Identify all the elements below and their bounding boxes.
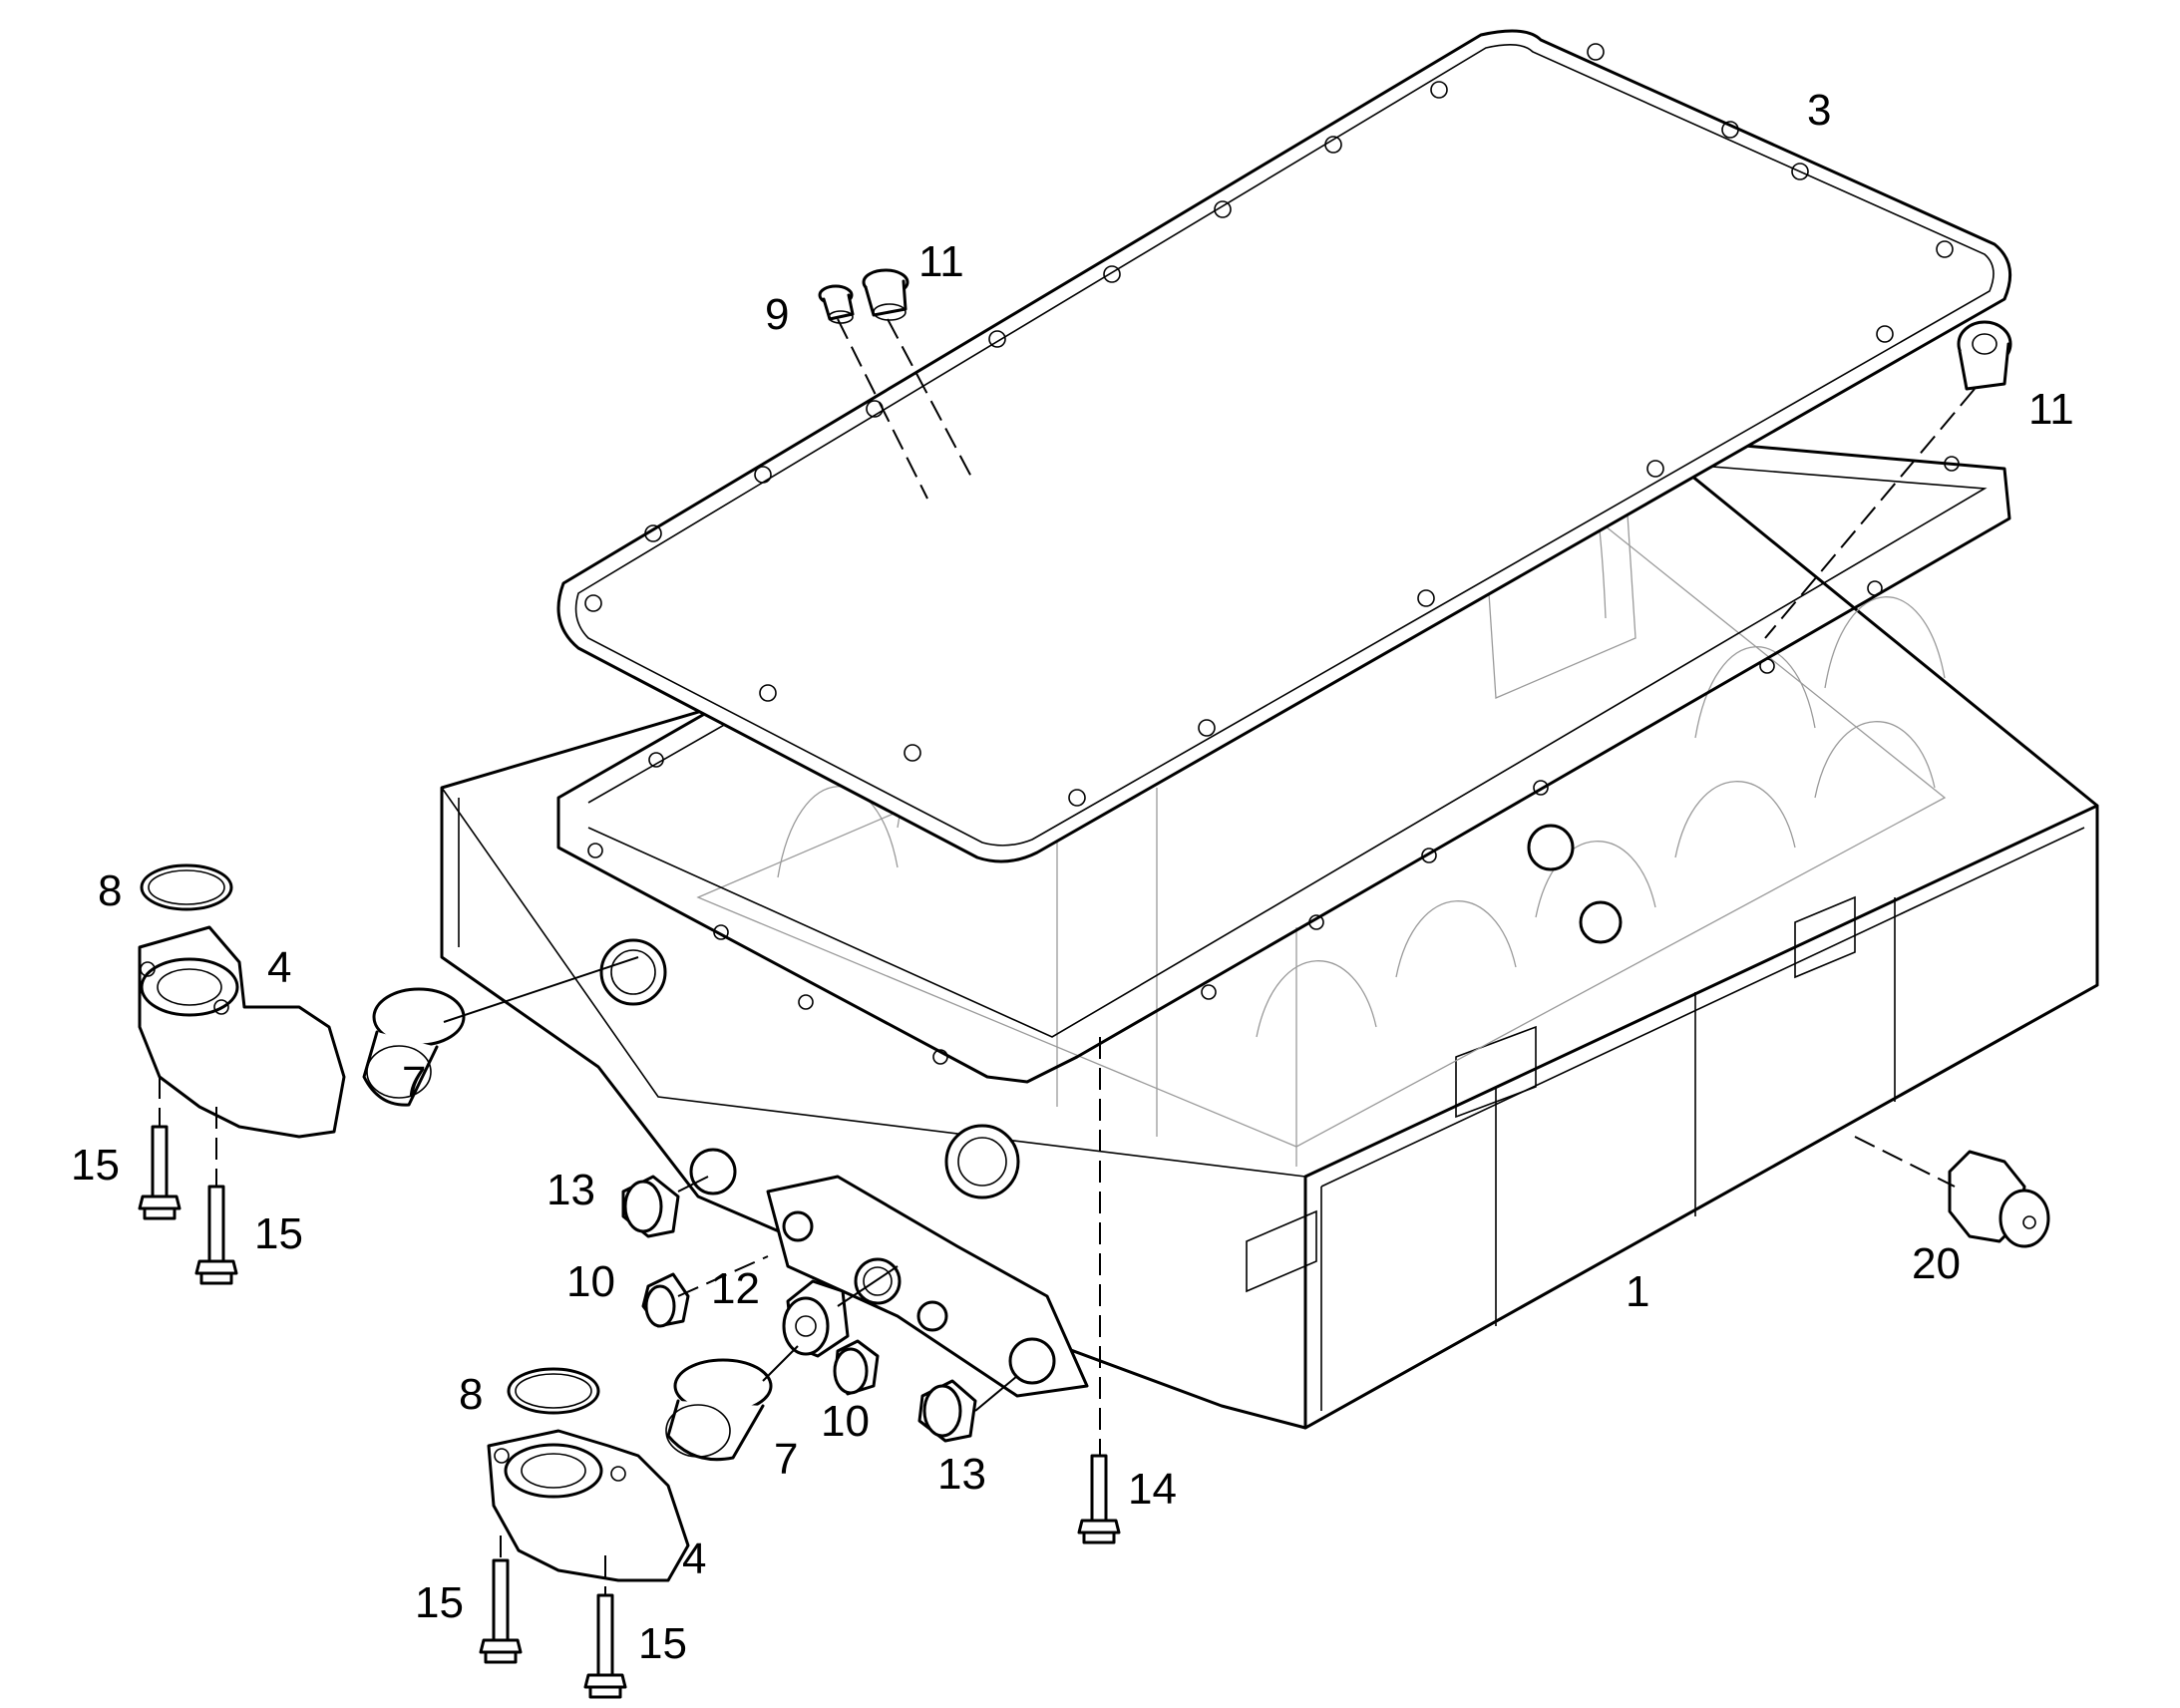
drain-plug-20 xyxy=(1948,1150,2050,1248)
callout-15-lower-left: 15 xyxy=(415,1578,464,1627)
plug-11-top xyxy=(862,268,909,321)
bolt-15-lower-left xyxy=(479,1558,523,1664)
callout-4-upper: 4 xyxy=(267,943,291,992)
o-ring-8-upper xyxy=(140,863,233,911)
callout-15-upper-right: 15 xyxy=(254,1209,303,1258)
plug-11-right xyxy=(1957,320,2012,391)
plug-10-left xyxy=(641,1272,690,1328)
callout-8-lower: 8 xyxy=(459,1370,483,1419)
bolt-15-lower-right xyxy=(583,1593,627,1699)
sleeve-7-upper xyxy=(362,987,466,1107)
callout-4-lower: 4 xyxy=(682,1535,706,1583)
plug-9-top xyxy=(818,284,855,324)
gasket xyxy=(556,29,2012,863)
plug-13-left xyxy=(621,1175,680,1238)
elbow-4-lower xyxy=(487,1429,690,1582)
callout-20: 20 xyxy=(1912,1239,1961,1288)
bolt-15-upper-left xyxy=(138,1125,182,1220)
callout-15-lower-right: 15 xyxy=(638,1619,687,1668)
sleeve-7-lower xyxy=(665,1358,773,1462)
callout-14: 14 xyxy=(1128,1465,1177,1514)
elbow-4-upper xyxy=(138,925,346,1139)
callout-11-top: 11 xyxy=(918,237,964,286)
callout-labels: 1 3 4 4 7 7 8 8 9 10 10 11 11 12 13 13 1… xyxy=(71,86,2074,1668)
gasket-bolt-holes xyxy=(584,43,1954,807)
callout-8-upper: 8 xyxy=(98,866,122,915)
callout-7-upper: 7 xyxy=(402,1058,426,1107)
callout-13-left: 13 xyxy=(546,1166,595,1214)
callout-11-right: 11 xyxy=(2028,385,2074,434)
callout-10-left: 10 xyxy=(566,1257,615,1306)
callout-10-right: 10 xyxy=(821,1397,870,1446)
callout-7-lower: 7 xyxy=(774,1435,798,1484)
callout-3: 3 xyxy=(1807,86,1831,135)
callout-13-right: 13 xyxy=(937,1450,986,1499)
leader-lines xyxy=(159,318,1976,1595)
bolt-14 xyxy=(1077,1454,1121,1544)
pan-side-bracket xyxy=(599,824,1623,1398)
callout-12: 12 xyxy=(711,1264,760,1313)
oil-pan xyxy=(440,327,2099,1430)
callout-15-upper-left: 15 xyxy=(71,1141,120,1190)
callout-1: 1 xyxy=(1626,1267,1649,1316)
plug-13-right xyxy=(917,1379,977,1443)
plug-10-right xyxy=(833,1339,880,1396)
callout-9: 9 xyxy=(765,290,789,339)
bolt-15-upper-right xyxy=(194,1185,238,1285)
plug-12 xyxy=(782,1279,850,1358)
o-ring-8-lower xyxy=(507,1367,600,1415)
